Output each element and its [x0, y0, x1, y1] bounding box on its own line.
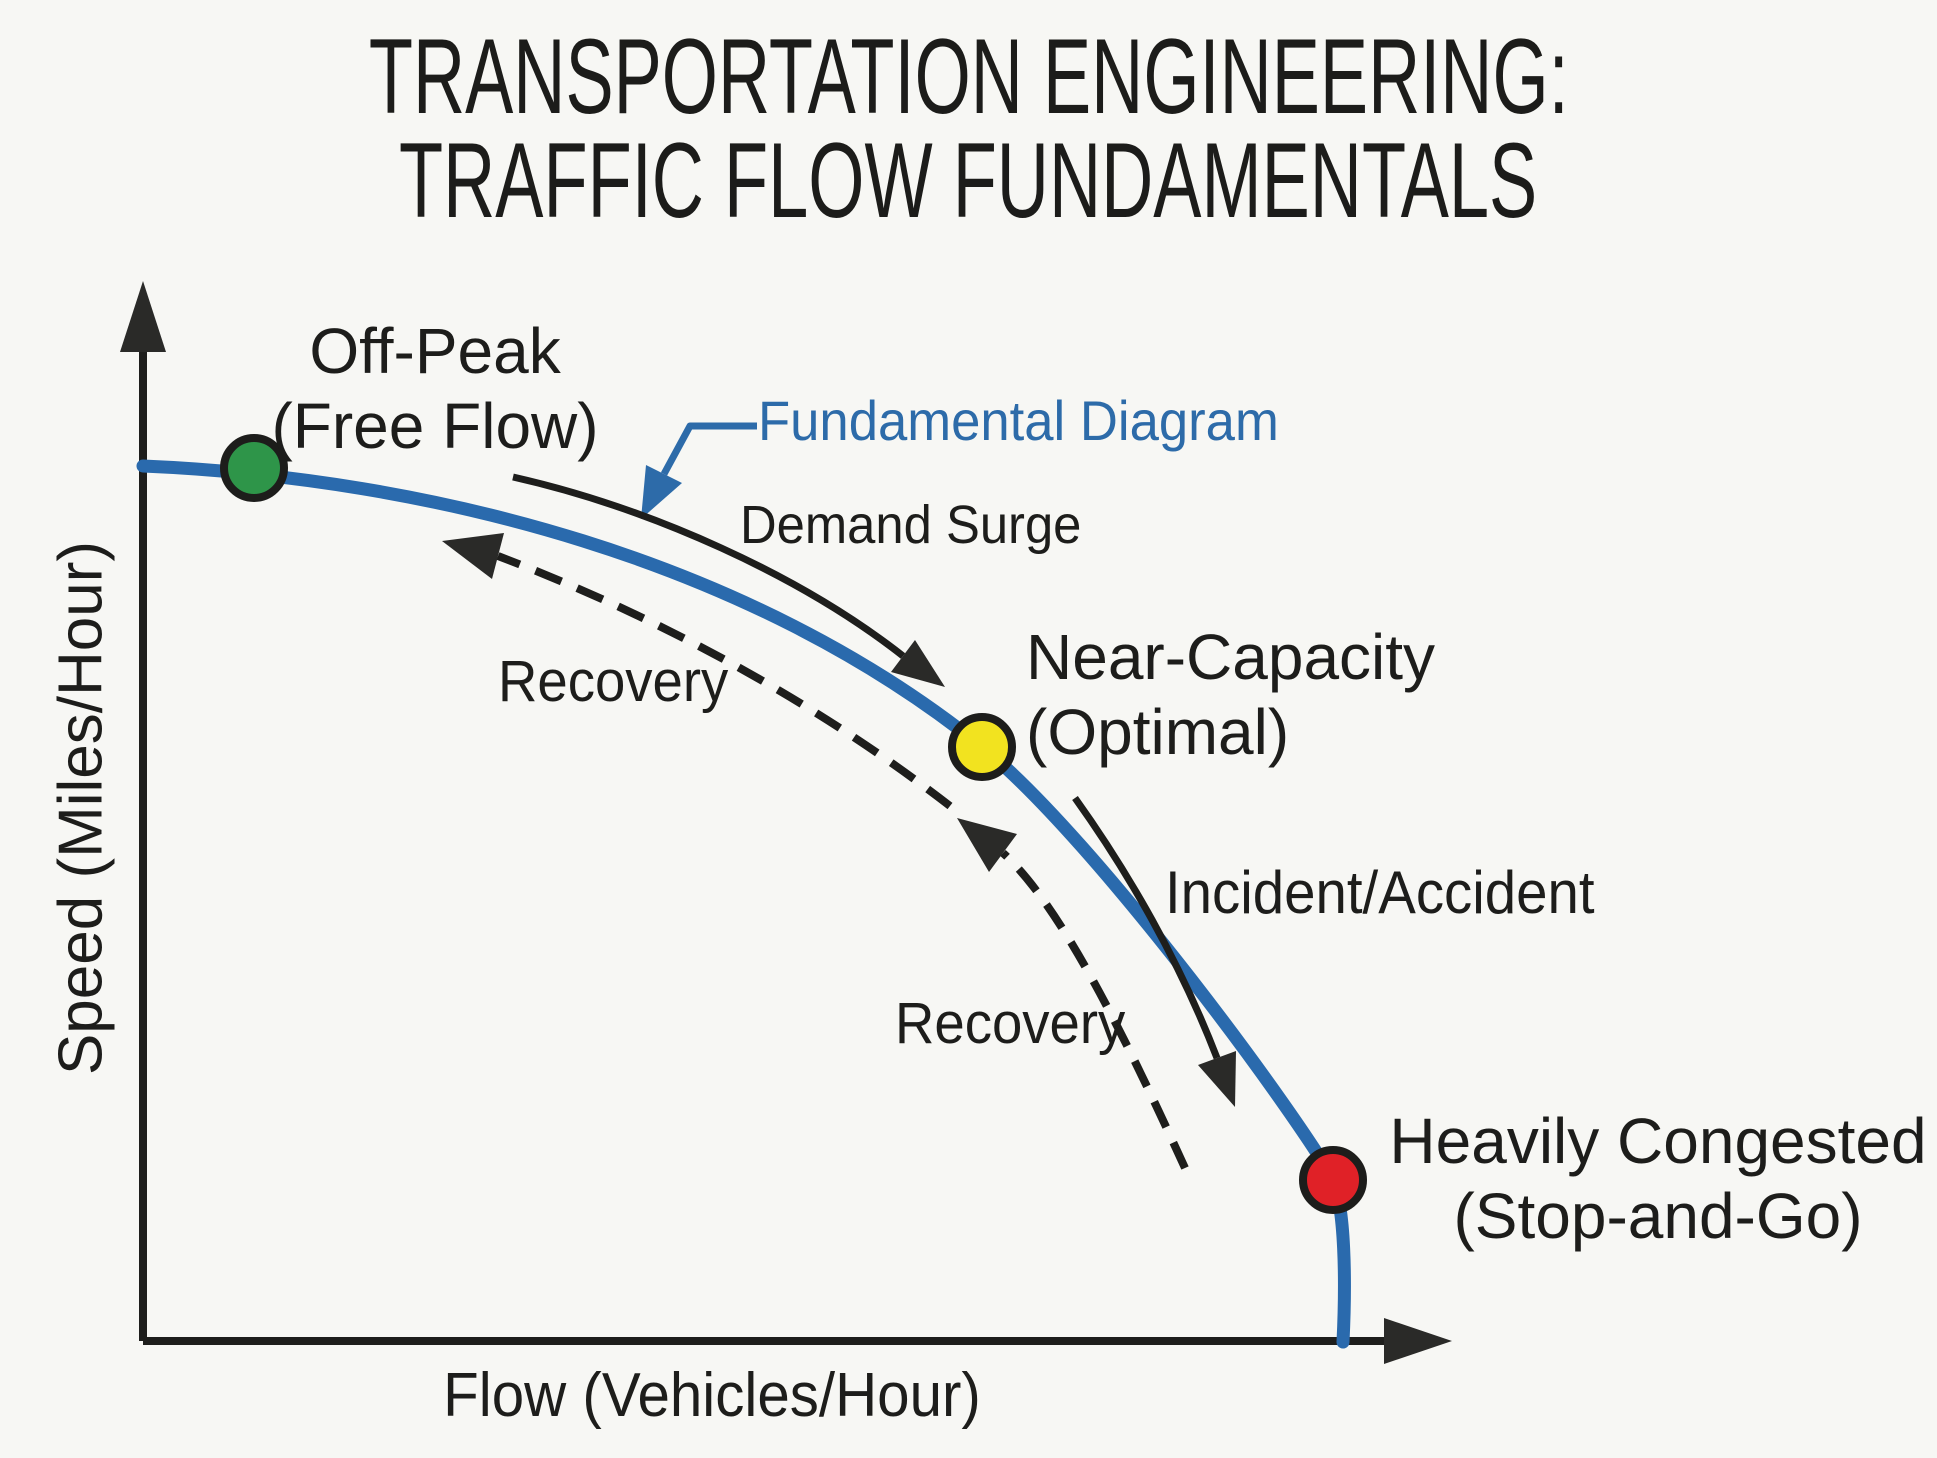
demand-surge-arrowhead-icon [891, 640, 945, 687]
page-title-line1: TRANSPORTATION ENGINEERING: [368, 16, 1569, 136]
page-title-line2: TRAFFIC FLOW FUNDAMENTALS [399, 120, 1538, 240]
recovery-lower-arrow [1000, 850, 1189, 1170]
incident-accident-label: Incident/Accident [1165, 859, 1595, 926]
off-peak-label: Off-Peak (Free Flow) [271, 314, 598, 464]
recovery-lower-label: Recovery [895, 991, 1126, 1056]
fundamental-diagram-leader-arrowhead-icon [641, 465, 682, 519]
near-capacity-label-line1: Near-Capacity [1026, 621, 1436, 693]
demand-surge-label: Demand Surge [740, 495, 1082, 555]
y-axis-label: Speed (Miles/Hour) [46, 540, 116, 1076]
heavily-congested-label-line1: Heavily Congested [1389, 1105, 1927, 1177]
recovery-upper-label: Recovery [498, 649, 729, 714]
off-peak-label-line2: (Free Flow) [271, 389, 599, 462]
incident-accident-arrowhead-icon [1198, 1051, 1236, 1107]
demand-surge-arrow [512, 473, 906, 659]
recovery-lower-arrowhead-icon [957, 818, 1017, 872]
off-peak-label-line1: Off-Peak [309, 315, 561, 387]
near-capacity-label: Near-Capacity (Optimal) [1026, 620, 1435, 770]
heavily-congested-label: Heavily Congested (Stop-and-Go) [1389, 1104, 1926, 1254]
near-capacity-point [948, 713, 1016, 781]
recovery-upper-arrowhead-icon [442, 533, 504, 579]
fundamental-diagram-leader-line [660, 422, 757, 476]
off-peak-point [220, 434, 288, 502]
x-axis-arrowhead-icon [1384, 1318, 1452, 1364]
heavily-congested-label-line2: (Stop-and-Go) [1453, 1179, 1863, 1252]
y-axis-arrowhead-icon [120, 281, 166, 352]
fundamental-diagram-label: Fundamental Diagram [758, 389, 1279, 452]
incident-accident-arrow [1072, 795, 1221, 1060]
heavily-congested-point [1299, 1146, 1367, 1214]
near-capacity-label-line2: (Optimal) [1026, 695, 1290, 768]
page-title: TRANSPORTATION ENGINEERING: TRAFFIC FLOW… [0, 16, 1937, 240]
recovery-upper-arrow [496, 552, 953, 810]
x-axis-label: Flow (Vehicles/Hour) [443, 1361, 981, 1430]
